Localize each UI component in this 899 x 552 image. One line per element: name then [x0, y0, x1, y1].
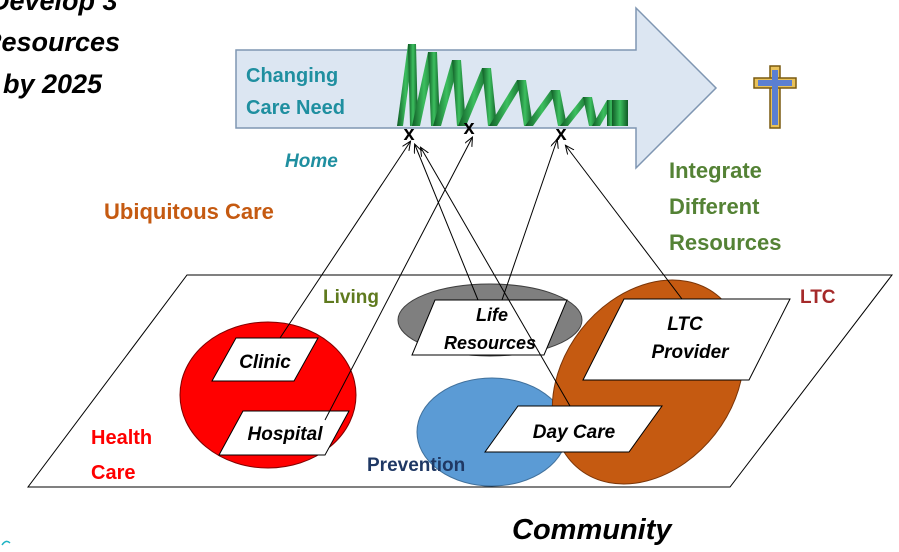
home-label: Home — [285, 151, 338, 172]
title-line-2: Resources — [0, 27, 120, 57]
sawtooth-segment — [583, 97, 598, 126]
integrate-line-3: Resources — [669, 230, 782, 255]
health-care-label-line-1: Health — [91, 427, 152, 449]
day-care-node — [484, 405, 663, 453]
ltc-provider-arrow — [566, 146, 683, 300]
sawtooth-segment — [458, 68, 490, 126]
hospital-node — [218, 410, 350, 456]
cross-mark: x — [403, 123, 414, 145]
living-label: Living — [323, 287, 379, 308]
daycare-arrow — [421, 148, 571, 407]
prevention-label: Prevention — [367, 455, 465, 476]
community-label: Community — [512, 514, 673, 546]
title-line-3: by 2025 — [3, 69, 103, 99]
sawtooth-segment — [428, 52, 440, 126]
sawtooth-segment — [551, 90, 567, 126]
care-need-sawtooth — [397, 44, 628, 126]
life-resources-node — [411, 299, 568, 356]
ltc-label: LTC — [800, 287, 836, 308]
life-resources-label-line-2: Resources — [444, 333, 536, 353]
arrow-label-line-1: Changing — [246, 65, 338, 87]
title-line-1: Develop 3 — [0, 0, 118, 16]
ltc-provider-node — [582, 298, 791, 381]
christian-cross-icon — [753, 65, 797, 129]
sawtooth-end-block — [612, 100, 628, 126]
ltc-provider-label-line-1: LTC — [667, 314, 703, 335]
integrate-line-2: Different — [669, 194, 760, 219]
cross-mark: x — [555, 123, 566, 145]
ubiquitous-care-label: Ubiquitous Care — [104, 199, 274, 224]
clinic-node — [211, 337, 319, 382]
hospital-arrow — [324, 138, 472, 421]
sawtooth-segment — [408, 44, 418, 126]
cross-mark: x — [463, 117, 474, 139]
life-to-home-arrow — [415, 145, 479, 301]
edge-fragment — [1, 540, 11, 546]
sawtooth-segment — [489, 80, 525, 126]
clinic-label: Clinic — [239, 352, 291, 373]
sawtooth-segment — [525, 90, 559, 126]
sawtooth-segment — [452, 60, 466, 126]
day-care-label: Day Care — [533, 422, 616, 443]
connector-arrows — [279, 138, 683, 421]
sawtooth-segment — [482, 68, 497, 126]
life-resources-label-line-1: Life — [476, 305, 508, 325]
sawtooth-segment — [560, 97, 591, 126]
health-care-label-line-2: Care — [91, 462, 135, 484]
ltc-provider-label-line-2: Provider — [651, 342, 730, 363]
life-to-center-arrow — [501, 140, 557, 301]
integrate-line-1: Integrate — [669, 158, 762, 183]
clinic-arrow — [279, 142, 410, 339]
sawtooth-segment — [517, 80, 533, 126]
hospital-label: Hospital — [248, 424, 324, 445]
arrow-label-line-2: Care Need — [246, 97, 345, 119]
